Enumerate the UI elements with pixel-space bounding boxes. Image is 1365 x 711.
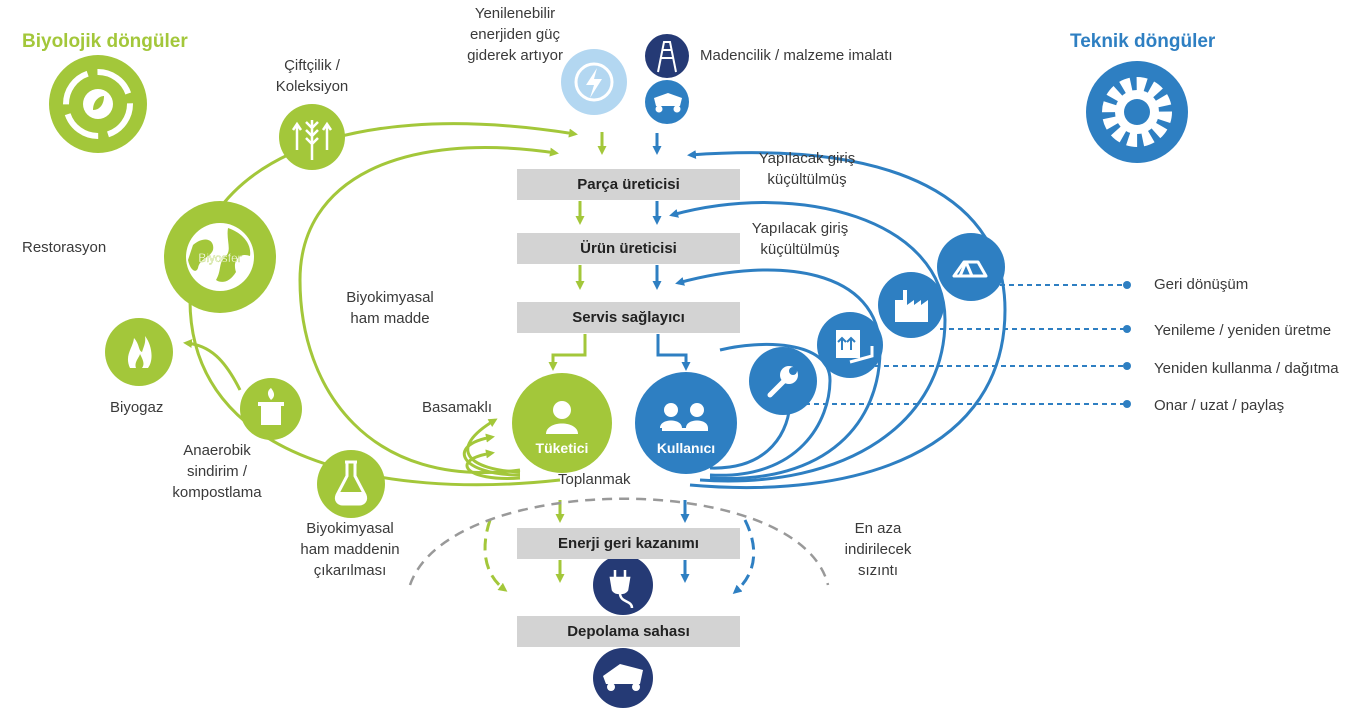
tech-cycles-header: Teknik döngüler <box>1070 31 1216 52</box>
service-provider-bar: Servis sağlayıcı <box>517 302 740 333</box>
mining-label: Madencilik / malzeme imalatı <box>700 47 893 64</box>
box-icon <box>817 312 883 378</box>
flask-icon <box>317 450 385 518</box>
bio-cycles-header: Biyolojik döngüler <box>22 31 188 52</box>
mining-tower-icon <box>645 34 689 78</box>
input-reduced-label-1: Yapılacak giriş küçültülmüş <box>758 150 856 188</box>
flame-icon <box>105 318 173 386</box>
consumer-label: Tüketici <box>536 440 589 456</box>
user-label: Kullanıcı <box>657 440 715 456</box>
parts-manufacturer-bar: Parça üreticisi <box>517 169 740 200</box>
person-icon: Tüketici <box>512 373 612 473</box>
biogas-label: Biyogaz <box>110 399 164 416</box>
recycle-cycle-icon <box>49 55 147 153</box>
leakage-arc <box>408 497 830 586</box>
landfill-bar: Depolama sahası <box>517 616 740 647</box>
wheat-icon <box>279 104 345 170</box>
biochemical-feedstock-label: Biyokimyasal ham madde <box>346 289 434 327</box>
cascade-label: Basamaklı <box>422 399 493 416</box>
globe-icon: Biyosfer <box>164 201 276 313</box>
plug-icon <box>593 555 653 615</box>
legend-reuse: Yeniden kullanma / dağıtma <box>1154 360 1339 377</box>
users-icon: Kullanıcı <box>635 372 737 474</box>
leakage-label: En aza indirilecek sızıntı <box>844 520 912 579</box>
farming-label: Çiftçilik / Koleksiyon <box>275 57 349 95</box>
input-reduced-label-2: Yapılacak giriş küçültülmüş <box>751 220 849 258</box>
renewable-energy-label: Yenilenebilir enerjiden güç giderek artı… <box>467 5 563 64</box>
biochemical-extraction-label: Biyokimyasal ham maddenin çıkarılması <box>300 520 400 579</box>
legend-recycling: Geri dönüşüm <box>1154 276 1249 293</box>
product-manufacturer-bar: Ürün üreticisi <box>517 233 740 264</box>
factory-icon <box>878 272 944 338</box>
anaerobic-digestion-label: Anaerobik sindirim / kompostlama <box>172 442 262 501</box>
wrench-icon <box>749 347 817 415</box>
truck-icon <box>593 648 653 708</box>
legend-lines <box>805 284 1125 405</box>
lightning-icon <box>561 49 627 115</box>
dump-truck-icon <box>645 80 689 124</box>
restoration-label: Restorasyon <box>22 239 107 256</box>
gear-icon <box>1086 61 1188 163</box>
collection-label: Toplanmak <box>558 471 631 488</box>
biosphere-label: Biyosfer <box>198 251 241 265</box>
bin-icon <box>240 378 302 440</box>
recycle-icon <box>937 233 1005 301</box>
legend-dots <box>1123 281 1131 408</box>
legend-repair: Onar / uzat / paylaş <box>1154 397 1285 414</box>
energy-recovery-bar: Enerji geri kazanımı <box>517 528 740 559</box>
legend-refurbish: Yenileme / yeniden üretme <box>1154 322 1332 339</box>
